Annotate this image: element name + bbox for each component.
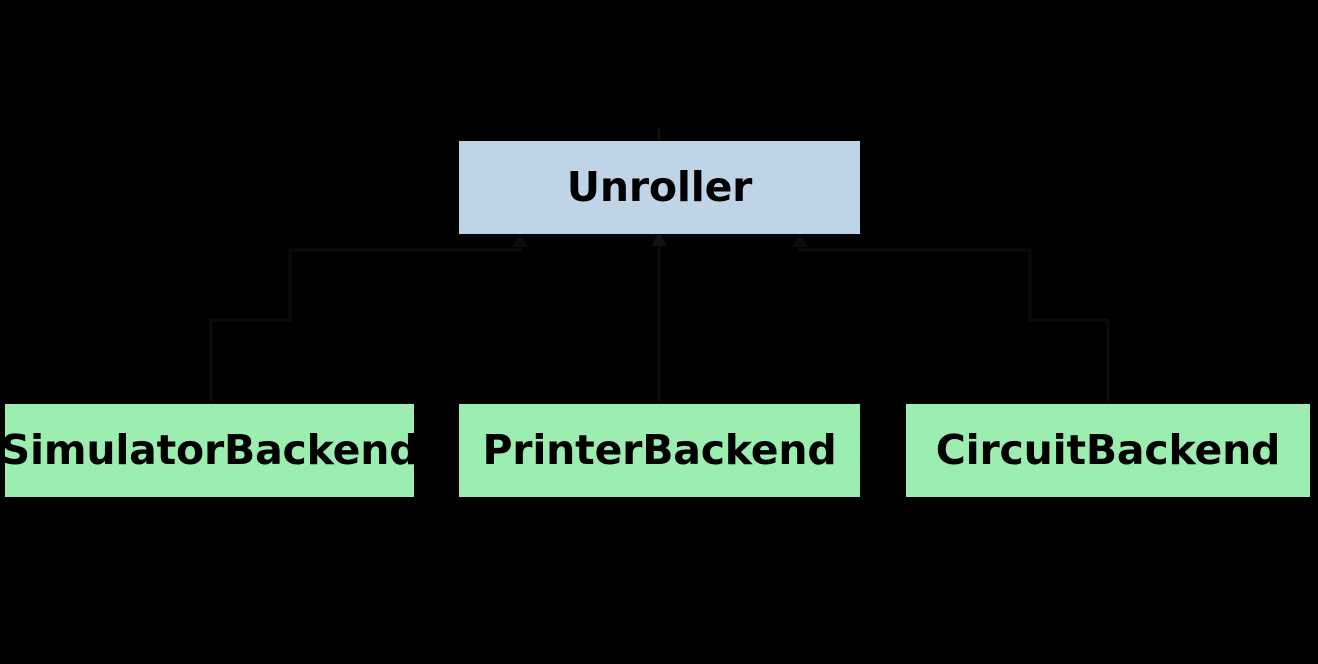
class-node-label: CircuitBackend — [935, 426, 1281, 474]
class-node-label: SimulatorBackend — [0, 426, 419, 474]
class-node-label: Unroller — [566, 163, 753, 211]
arrowhead-circuitbackend — [792, 233, 808, 247]
class-node-printerbackend[interactable]: PrinterBackend — [458, 403, 861, 498]
edge-circuitbackend-to-unroller — [798, 238, 1110, 403]
class-node-unroller[interactable]: Unroller — [458, 140, 861, 235]
class-node-label: PrinterBackend — [482, 426, 837, 474]
class-node-circuitbackend[interactable]: CircuitBackend — [905, 403, 1311, 498]
edge-simulatorbackend-to-unroller — [209, 238, 522, 403]
arrowhead-simulatorbackend — [512, 233, 528, 247]
class-node-simulatorbackend[interactable]: SimulatorBackend — [1, 403, 419, 498]
